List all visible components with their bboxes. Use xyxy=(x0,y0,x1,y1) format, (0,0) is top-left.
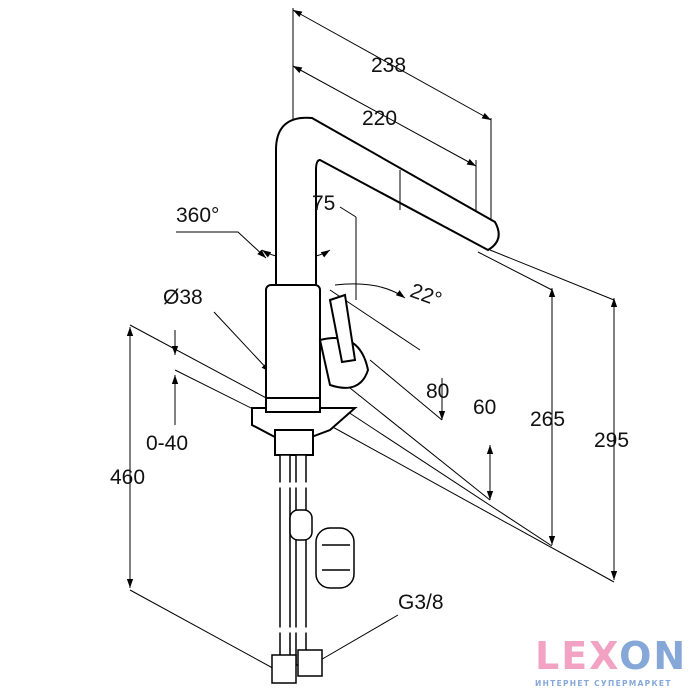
dim-80: 80 xyxy=(426,380,450,403)
dim-295: 295 xyxy=(594,429,630,452)
dim-75: 75 xyxy=(312,192,336,215)
dim-0-40: 0-40 xyxy=(146,432,189,455)
dim-60: 60 xyxy=(473,396,497,419)
logo-lex: LEX xyxy=(535,634,620,678)
dim-360: 360° xyxy=(176,204,220,227)
logo-subtitle: ИНТЕРНЕТ СУПЕРМАРКЕТ xyxy=(535,679,672,688)
dim-265: 265 xyxy=(530,408,566,431)
dim-220: 220 xyxy=(362,107,398,130)
dim-238: 238 xyxy=(371,54,407,77)
dim-g3-8: G3/8 xyxy=(398,591,444,614)
logo-on: ON xyxy=(619,634,688,678)
dim-diameter-38: Ø38 xyxy=(163,286,203,309)
faucet-body xyxy=(251,116,500,456)
dim-460: 460 xyxy=(110,466,146,489)
lexon-logo: LEXON ИНТЕРНЕТ СУПЕРМАРКЕТ xyxy=(535,637,695,688)
hoses xyxy=(271,454,355,684)
